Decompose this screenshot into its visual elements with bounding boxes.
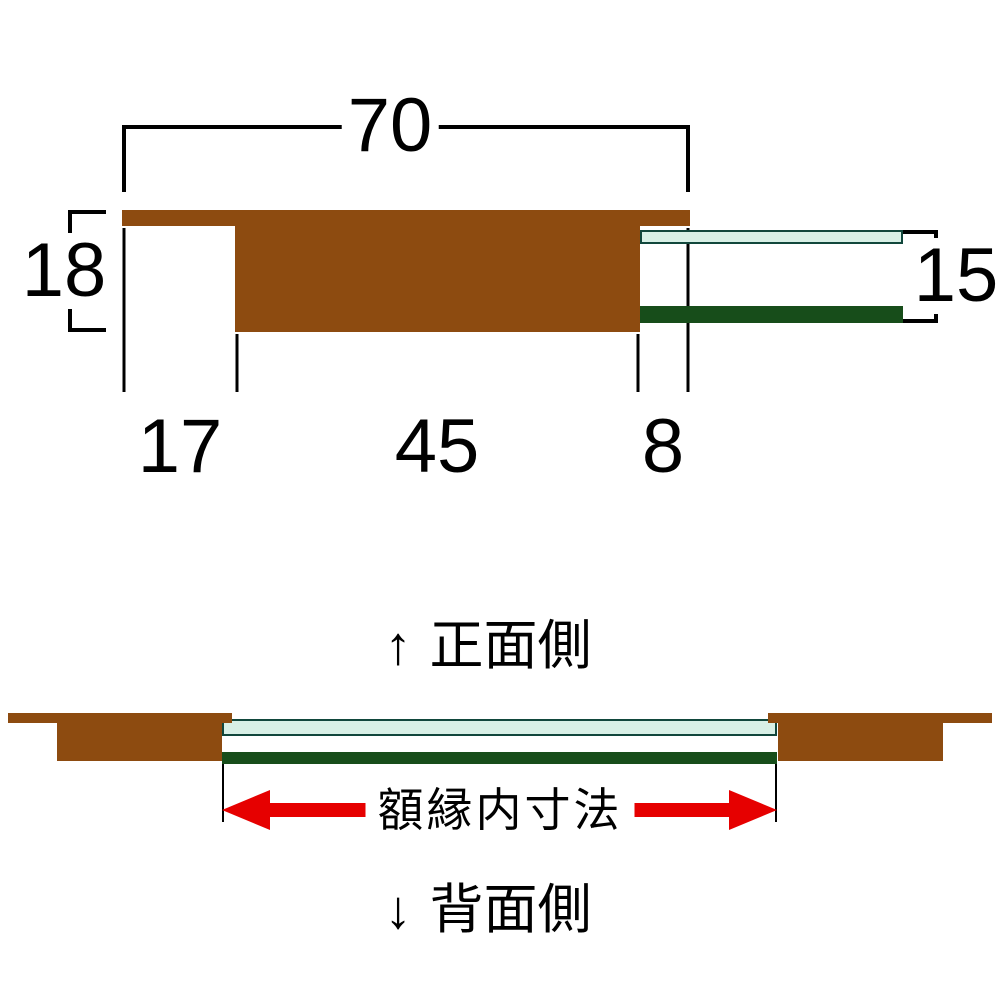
- arrow-down-icon: ↓: [384, 880, 412, 940]
- dim-label-right-height: 15: [911, 233, 1000, 318]
- dim-label-total-width: 70: [341, 88, 439, 164]
- backboard-strip-profile: [640, 306, 903, 323]
- back-side-text: 背面側: [429, 880, 592, 940]
- backboard-strip-section: [222, 752, 777, 764]
- frame-left-body: [57, 723, 222, 761]
- dim-label-left-height: 18: [15, 233, 113, 309]
- front-side-text: 正面側: [429, 616, 592, 676]
- frame-body-profile: [235, 226, 640, 332]
- frame-lip-profile: [122, 210, 690, 226]
- frame-right-lip: [768, 713, 992, 723]
- dim-label-bottom-left: 17: [131, 409, 229, 485]
- glass-strip-profile: [640, 230, 903, 244]
- inner-dimension-ticks: [222, 762, 777, 822]
- glass-strip-section: [222, 719, 777, 736]
- back-side-label: ↓ 背面側: [385, 883, 592, 937]
- frame-right-body: [778, 723, 943, 761]
- inner-dimension-label: 額縁内寸法: [365, 785, 635, 835]
- dim-label-bottom-right: 8: [635, 409, 691, 485]
- arrow-up-icon: ↑: [384, 616, 412, 676]
- frame-left-lip: [8, 713, 232, 723]
- front-side-label: ↑ 正面側: [385, 619, 592, 673]
- dim-label-bottom-center: 45: [388, 409, 486, 485]
